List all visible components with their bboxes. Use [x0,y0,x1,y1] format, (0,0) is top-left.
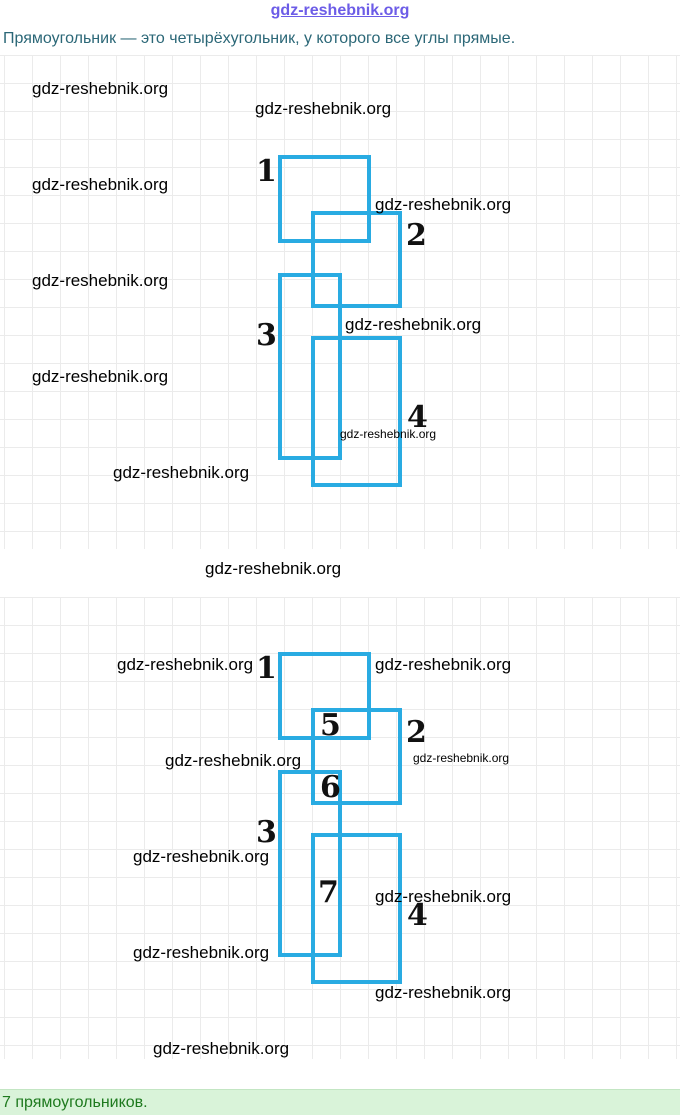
grid-paper-section-2 [0,597,680,1059]
answer-bar: 7 прямоугольников. [0,1089,680,1115]
watermark: gdz-reshebnik.org [205,559,342,578]
top-link-row: gdz-reshebnik.org [0,2,680,20]
answer-text: 7 прямоугольников. [2,1093,148,1111]
site-link[interactable]: gdz-reshebnik.org [270,2,410,19]
grid-paper-section-1 [0,55,680,549]
definition-text: Прямоугольник — это четырёхугольник, у к… [3,30,516,47]
